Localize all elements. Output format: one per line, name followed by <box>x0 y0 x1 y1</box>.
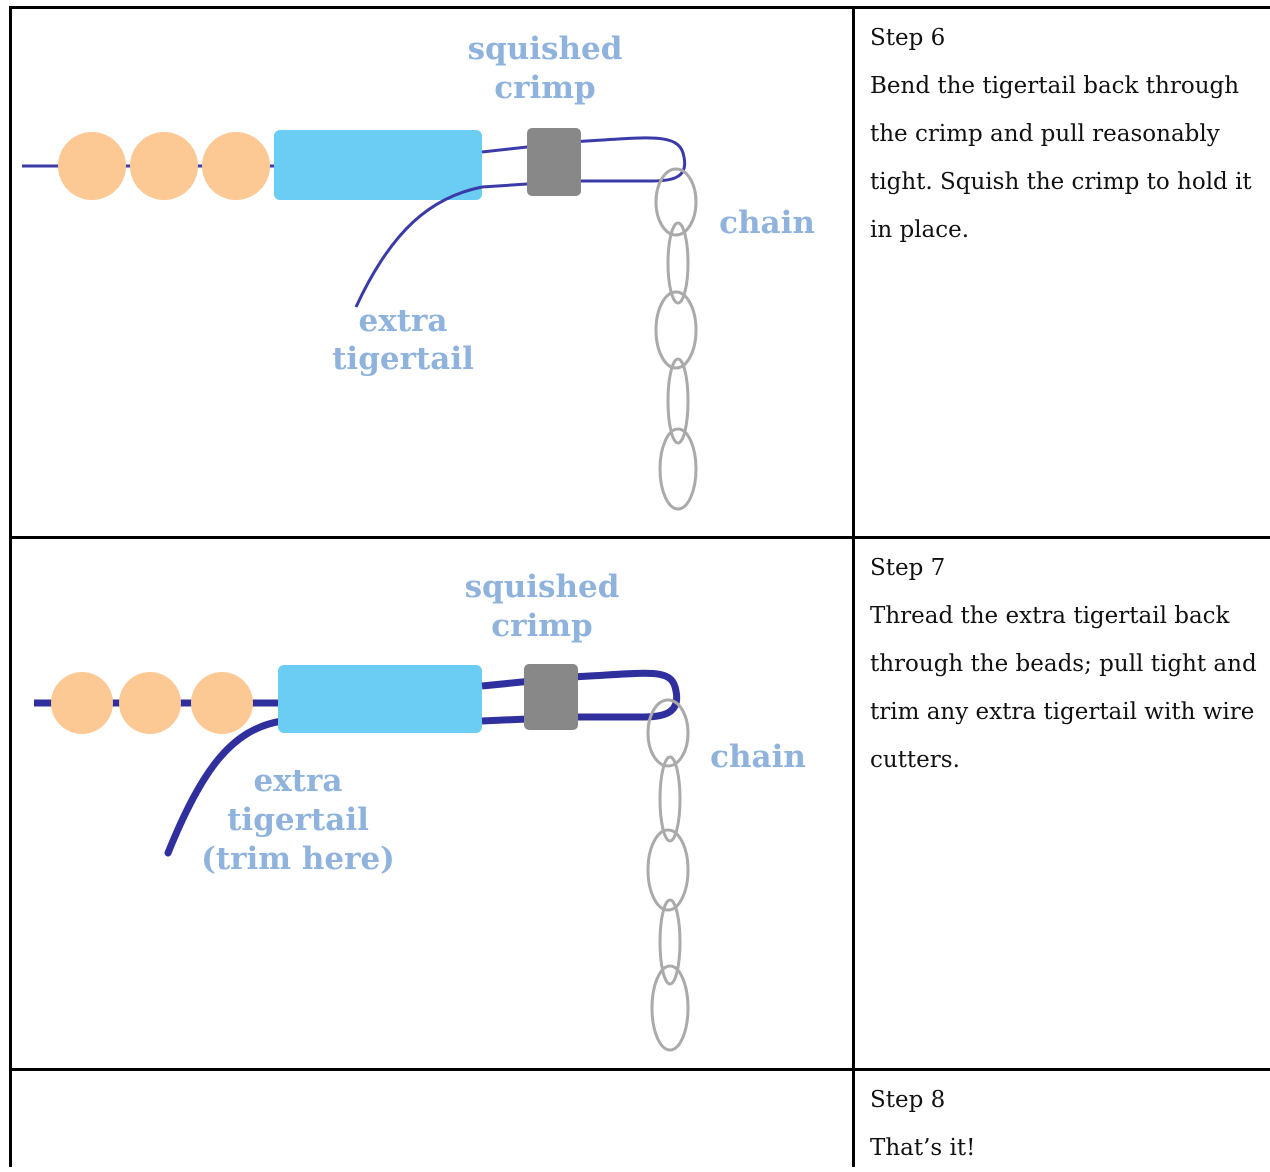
chain-link <box>666 357 690 445</box>
label-squished: squished <box>468 31 623 67</box>
tigertail-loop <box>481 136 687 189</box>
step-title: Step 6 <box>870 25 946 51</box>
bead <box>58 132 126 200</box>
chain-link <box>654 290 698 370</box>
table-row-divider-2 <box>9 1068 1270 1071</box>
label-squished: squished <box>465 569 620 605</box>
label-crimp: crimp <box>491 608 592 644</box>
table-row-divider-1 <box>9 536 1270 539</box>
step-description: Thread the extra tigertail back through … <box>870 603 1257 773</box>
chain-link <box>658 427 698 511</box>
step-title: Step 8 <box>870 1087 946 1113</box>
label-extra: extra <box>254 763 343 799</box>
bead <box>51 672 113 734</box>
squished-crimp <box>524 664 578 730</box>
chain-link <box>646 828 690 912</box>
label-chain: chain <box>710 739 806 775</box>
extra-tigertail-wire <box>164 717 286 857</box>
extra-tigertail-wire <box>354 185 483 308</box>
chain-link <box>658 898 682 986</box>
step-description: That’s it! <box>870 1135 976 1161</box>
step-8-image-cell <box>12 1071 852 1167</box>
step-title: Step 7 <box>870 555 946 581</box>
bead <box>191 672 253 734</box>
label-tigertail: tigertail <box>332 341 474 377</box>
label-extra: extra <box>359 303 448 339</box>
step-7-text: Step 7 Thread the extra tigertail back t… <box>870 544 1262 784</box>
step-8-text: Step 8 That’s it! <box>870 1076 1262 1172</box>
chain-link <box>666 221 690 305</box>
table-border-top <box>9 6 1270 9</box>
tube-bead <box>274 130 482 200</box>
label-tigertail: tigertail <box>227 802 369 838</box>
chain-link <box>646 698 690 768</box>
squished-crimp <box>527 128 581 196</box>
step-7-diagram: squished crimp chain extra tigertail (tr… <box>34 569 806 1052</box>
step-description: Bend the tigertail back through the crim… <box>870 73 1252 243</box>
table-border-left <box>9 6 12 1167</box>
tube-bead <box>278 665 482 733</box>
step-6-diagram: squished crimp chain extra tigertail <box>22 31 815 511</box>
bead <box>130 132 198 200</box>
label-trim-here: (trim here) <box>201 841 395 877</box>
bead <box>119 672 181 734</box>
label-chain: chain <box>719 205 815 241</box>
tigertail-loop <box>481 669 681 725</box>
table-column-divider <box>852 6 855 1167</box>
chain-link <box>650 964 690 1052</box>
chain-link <box>654 167 698 237</box>
label-crimp: crimp <box>494 70 595 106</box>
step-6-text: Step 6 Bend the tigertail back through t… <box>870 14 1262 254</box>
chain-link <box>658 755 682 843</box>
bead <box>202 132 270 200</box>
